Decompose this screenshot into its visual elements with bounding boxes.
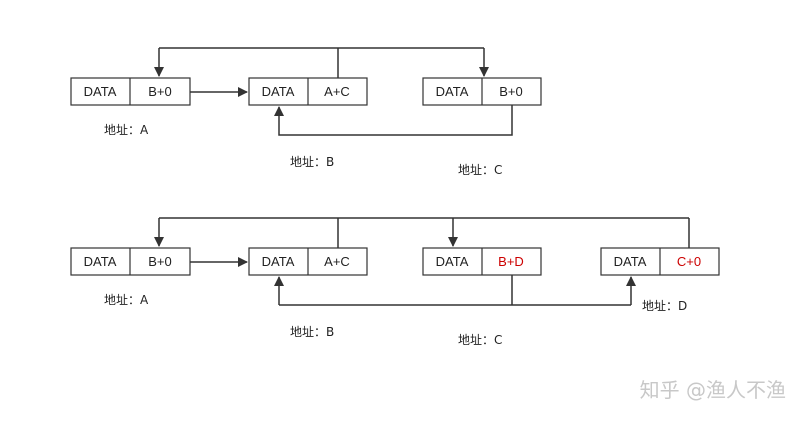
diagram-2: DATA B+0 地址：A DATA A+C 地址：B DATA B+D 地址：…	[70, 217, 720, 347]
arrow-c-to-b	[274, 105, 513, 136]
pointer-field: A+C	[324, 84, 350, 99]
data-field: DATA	[262, 254, 295, 269]
node-a-1: DATA B+0 地址：A	[70, 77, 191, 137]
pointer-field: B+0	[148, 254, 172, 269]
watermark: 知乎 @渔人不渔	[640, 378, 786, 402]
pointer-field: B+0	[499, 84, 523, 99]
node-b-1: DATA A+C 地址：B	[248, 77, 368, 169]
pointer-field-highlight: C+0	[677, 254, 701, 269]
node-a-2: DATA B+0 地址：A	[70, 247, 191, 307]
node-c-2: DATA B+D 地址：C	[422, 247, 542, 347]
address-label: 地址：A	[104, 123, 149, 137]
data-field: DATA	[436, 84, 469, 99]
diagram-1: DATA B+0 地址：A DATA A+C 地址：B DATA B+0 地址：…	[70, 47, 542, 177]
data-field: DATA	[262, 84, 295, 99]
address-label: 地址：D	[642, 299, 687, 313]
data-field: DATA	[614, 254, 647, 269]
pointer-field-highlight: B+D	[498, 254, 524, 269]
data-field: DATA	[84, 254, 117, 269]
address-label: 地址：C	[458, 333, 502, 347]
pointer-field: A+C	[324, 254, 350, 269]
node-d-2: DATA C+0 地址：D	[600, 247, 720, 313]
address-label: 地址：B	[290, 325, 334, 339]
address-label: 地址：B	[290, 155, 334, 169]
node-c-1: DATA B+0 地址：C	[422, 77, 542, 177]
data-field: DATA	[84, 84, 117, 99]
address-label: 地址：A	[104, 293, 149, 307]
node-b-2: DATA A+C 地址：B	[248, 247, 368, 339]
address-label: 地址：C	[458, 163, 502, 177]
pointer-field: B+0	[148, 84, 172, 99]
data-field: DATA	[436, 254, 469, 269]
